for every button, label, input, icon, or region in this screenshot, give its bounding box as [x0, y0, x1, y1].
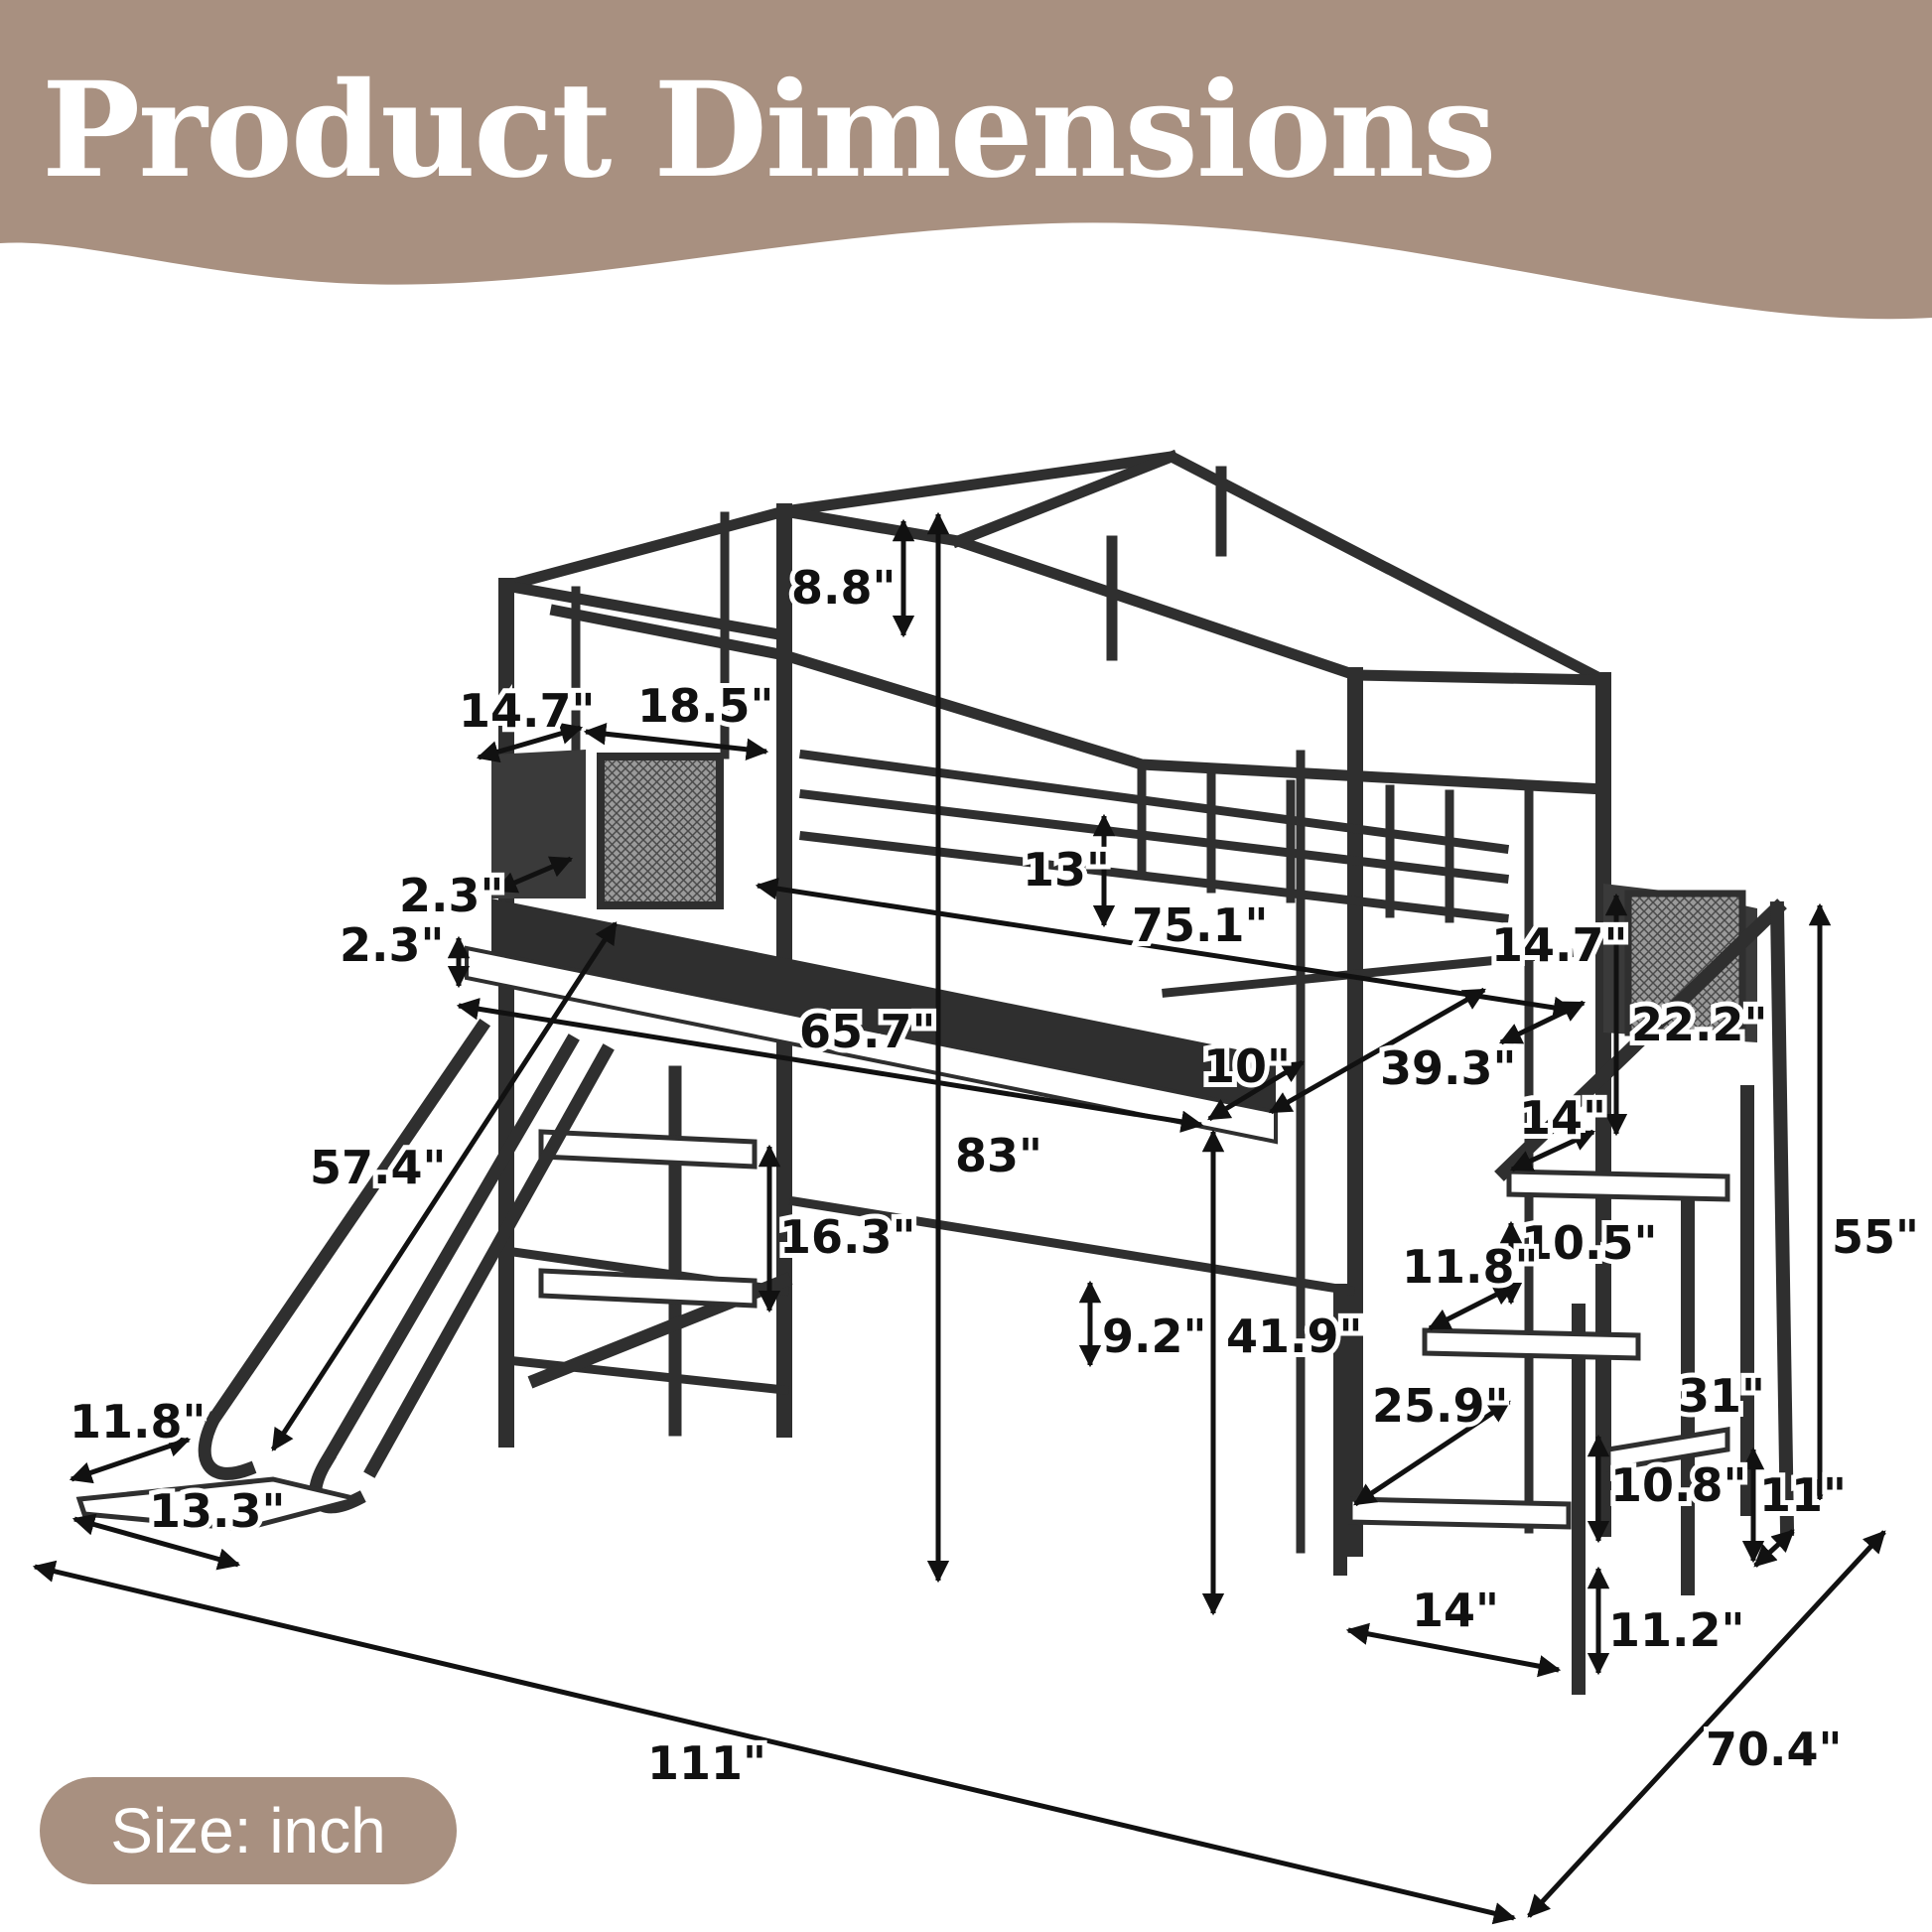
dim-deck-thickness: 2.3": [340, 918, 444, 972]
dim-top-step-depth: 14": [1519, 1091, 1606, 1145]
dim-bed-step-gap: 10": [1203, 1039, 1291, 1093]
dim-bed-width: 39.3": [1380, 1041, 1516, 1095]
dim-stair-guard-height: 22.2": [1631, 998, 1767, 1051]
dimension-labels: 8.8" 83" 14.7" 18.5" 13" 75.1" 2.3" 2.3"…: [65, 556, 1924, 1795]
header-banner: [0, 0, 1932, 320]
page-title: Product Dimensions: [42, 54, 1496, 207]
size-unit-badge: Size: inch: [40, 1777, 457, 1884]
dim-canopy-peak-height: 8.8": [791, 561, 896, 615]
dim-overall-width: 70.4": [1706, 1723, 1842, 1776]
dim-total-height: 83": [955, 1129, 1042, 1182]
dim-slide-end-width: 11.8": [69, 1395, 206, 1449]
dim-lower-rail-height: 9.2": [1102, 1310, 1206, 1363]
dim-guardrail-offset: 2.3": [399, 869, 503, 922]
dim-end-panel-width: 14.7": [1491, 918, 1627, 972]
dim-slide-length: 57.4": [310, 1141, 446, 1194]
dim-step-width: 11.8": [1402, 1240, 1538, 1294]
dim-stair-height: 55": [1832, 1210, 1919, 1264]
dim-upper-guardrail-height: 13": [1023, 843, 1110, 897]
dim-stair-bottom-depth: 25.9": [1372, 1379, 1508, 1433]
dim-bottom-step-height: 11.2": [1608, 1603, 1744, 1657]
bed-frame: [75, 449, 1795, 1695]
dim-step-rise-upper: 10.5": [1521, 1216, 1657, 1270]
dim-shelf-height: 16.3": [779, 1210, 915, 1264]
dim-slide-end-length: 13.3": [149, 1484, 285, 1538]
dim-guard-panel-width-a: 14.7": [459, 684, 595, 738]
dim-guard-panel-width-b: 18.5": [637, 679, 773, 733]
dim-under-bed-clearance: 41.9": [1226, 1310, 1362, 1363]
header-banner-shape: [0, 0, 1932, 320]
dim-stair-base-depth: 14": [1412, 1584, 1499, 1637]
dim-stair-rail-height: 31": [1678, 1369, 1765, 1423]
dim-bed-length-inner: 75.1": [1132, 898, 1268, 952]
dim-stair-post-gap: 11": [1759, 1468, 1847, 1522]
dimension-lines: [32, 511, 1886, 1925]
dim-deck-length: 65.7": [799, 1005, 935, 1058]
dim-overall-length: 111": [647, 1736, 766, 1790]
size-unit-label: Size: inch: [110, 1795, 386, 1866]
dim-step-rise-lower: 10.8": [1610, 1458, 1746, 1512]
